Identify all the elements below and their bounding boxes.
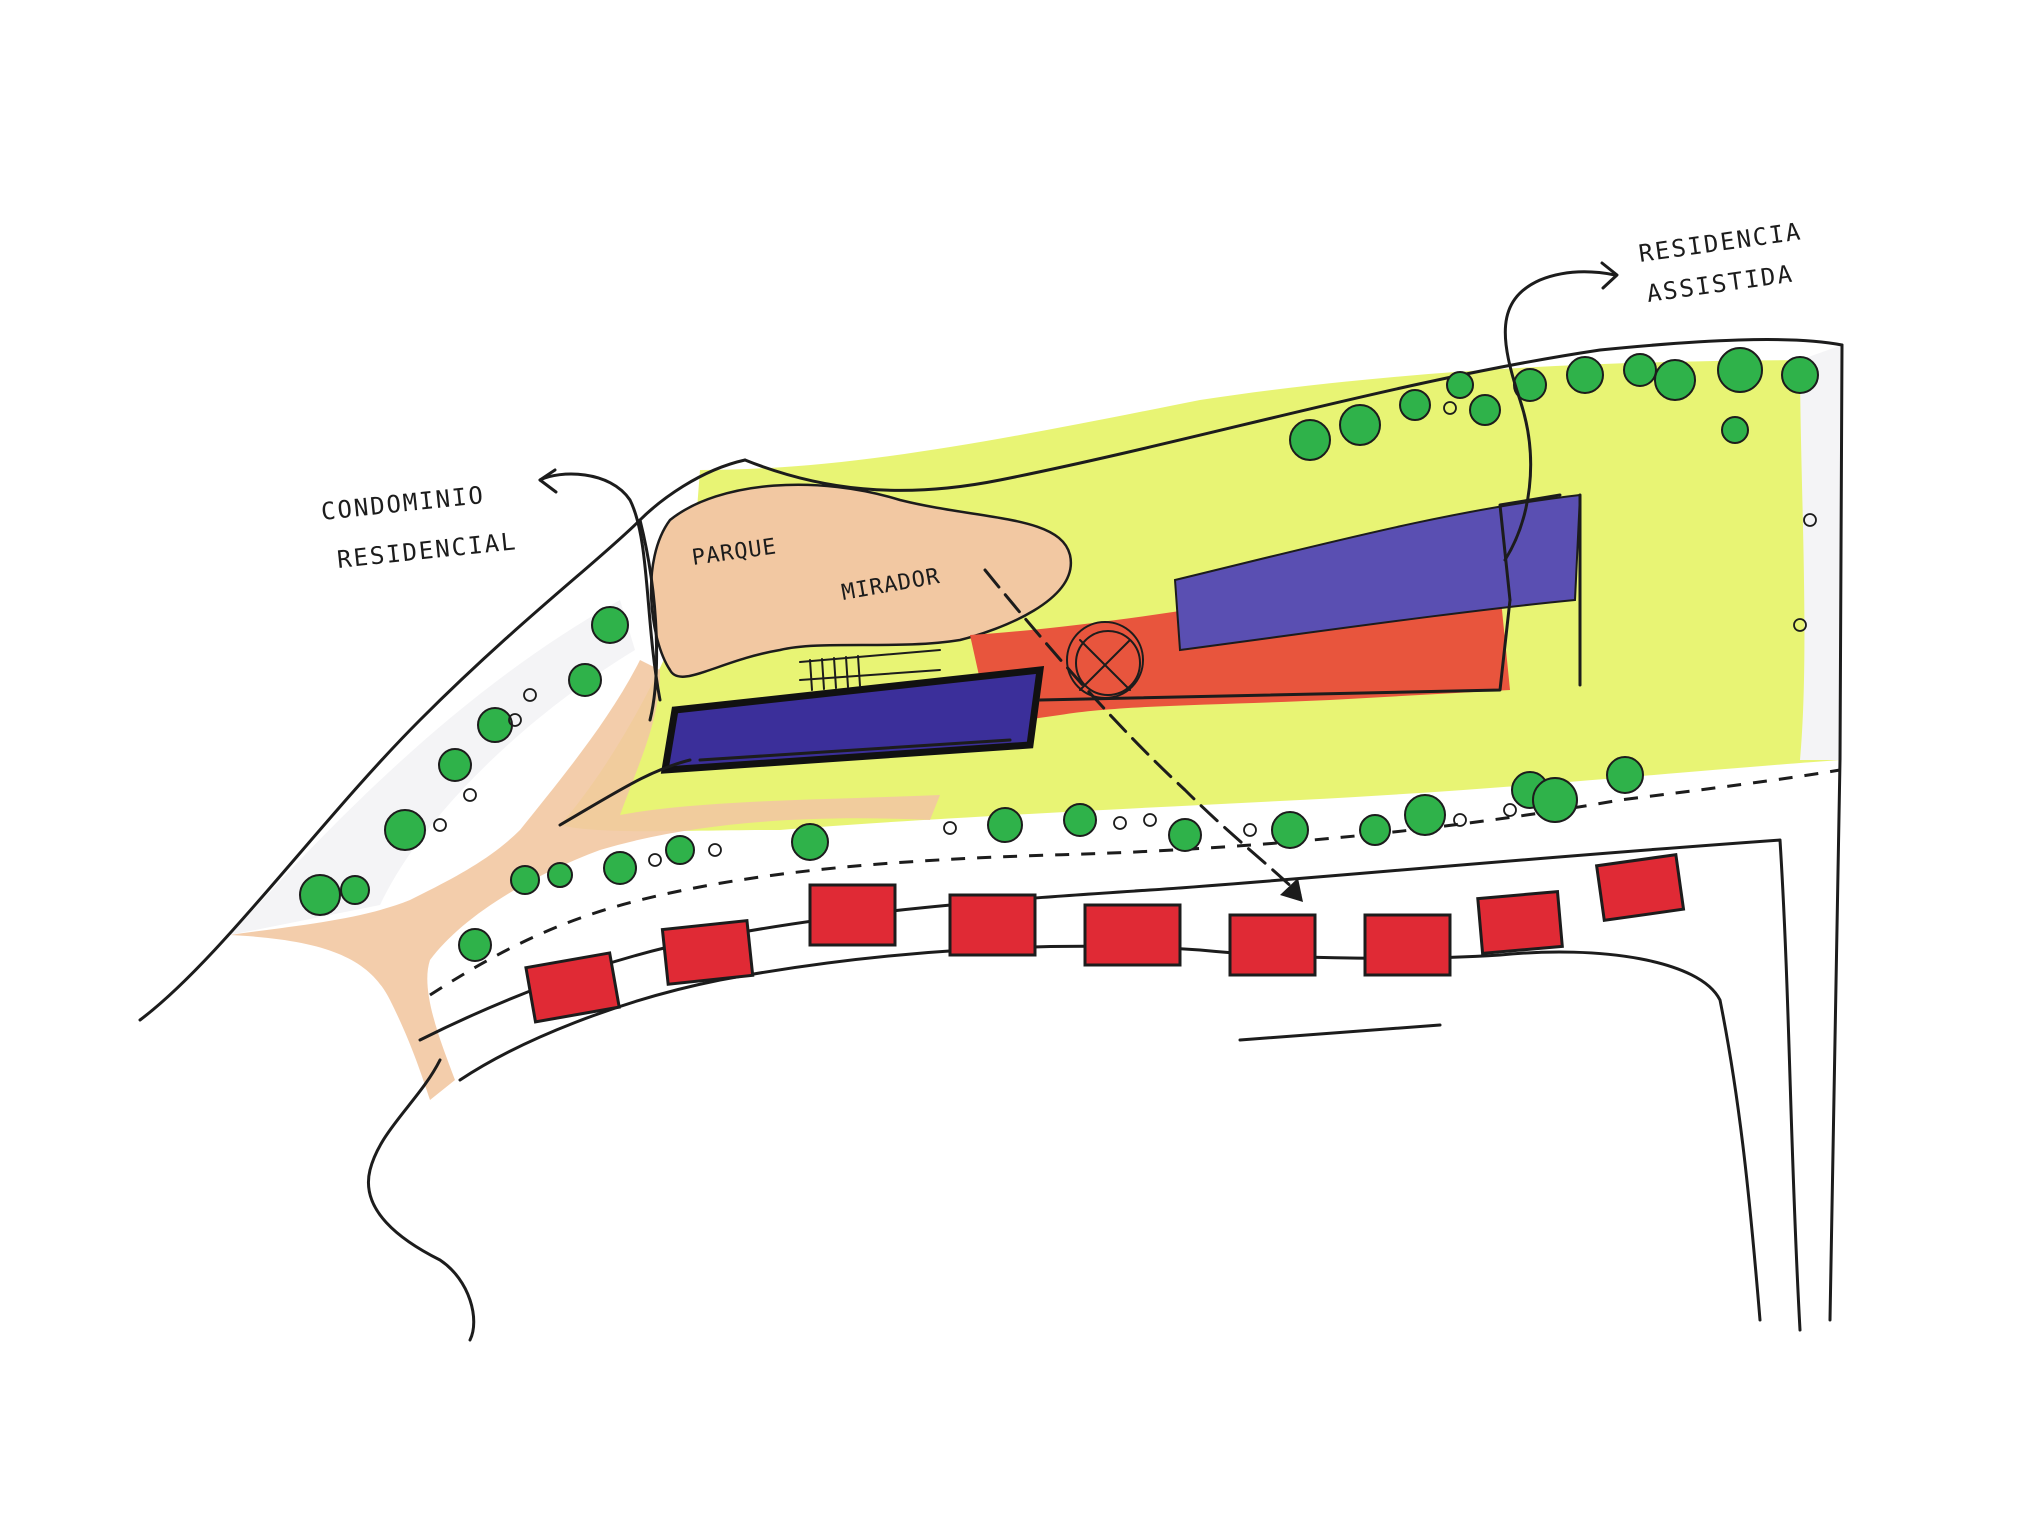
residencia-label-line1: RESIDENCIA — [1637, 217, 1804, 268]
right-margin-strip — [1800, 345, 1842, 760]
tree-icon — [1339, 404, 1381, 446]
dashed-curb — [429, 768, 1841, 997]
tree-icon — [1446, 371, 1474, 399]
tree-icon — [438, 748, 472, 782]
residencia-arrow — [1503, 261, 1619, 562]
tree-icon — [568, 663, 602, 697]
tree-icon — [1717, 347, 1763, 393]
trees — [299, 347, 1819, 962]
tree-icon — [1606, 756, 1644, 794]
tree-icon — [1654, 359, 1696, 401]
tree-icon — [1566, 356, 1604, 394]
tree-icon — [458, 928, 492, 962]
mirador-arrow — [983, 568, 1303, 902]
houses-row — [524, 853, 1686, 1024]
shrubs — [433, 401, 1817, 867]
tree-icon — [1289, 419, 1331, 461]
tree-icon — [1399, 389, 1431, 421]
tree-icon — [477, 707, 513, 743]
left-street-strip — [230, 600, 635, 935]
tree-icon — [665, 835, 695, 865]
condominio-arrow — [538, 468, 662, 702]
house-1 — [524, 951, 621, 1024]
blue-building-upper — [1173, 493, 1582, 652]
access-path — [230, 660, 940, 1100]
residencia-label-line2: ASSISTIDA — [1645, 260, 1796, 308]
house-2 — [660, 919, 755, 986]
house-8 — [1476, 889, 1564, 956]
house-9 — [1594, 853, 1686, 922]
house-3 — [808, 883, 897, 947]
tree-icon — [603, 851, 637, 885]
tree-icon — [340, 875, 370, 905]
tree-icon — [1271, 811, 1309, 849]
tree-icon — [1359, 814, 1391, 846]
house-7 — [1363, 913, 1452, 977]
tree-icon — [1781, 356, 1819, 394]
stair-hatching — [799, 649, 941, 691]
tree-icon — [547, 862, 573, 888]
house-6 — [1228, 913, 1317, 977]
tree-icon — [591, 606, 629, 644]
site-boundary — [138, 338, 1844, 1322]
tree-icon — [1623, 353, 1657, 387]
arrow-icon — [1600, 261, 1619, 290]
tree-icon — [1063, 803, 1097, 837]
house-4 — [948, 893, 1037, 957]
tree-icon — [1721, 416, 1749, 444]
tree-icon — [791, 823, 829, 861]
tree-icon — [1532, 777, 1578, 823]
tree-icon — [1168, 818, 1202, 852]
tree-icon — [1469, 394, 1501, 426]
tree-icon — [299, 874, 341, 916]
tree-icon — [384, 809, 426, 851]
mirador-circle — [1066, 621, 1144, 699]
house-5 — [1083, 903, 1182, 967]
condominio-label-line2: RESIDENCIAL — [336, 527, 519, 574]
tree-icon — [1404, 794, 1446, 836]
tree-icon — [987, 807, 1023, 843]
arrow-icon — [538, 468, 558, 494]
arrow-icon — [1280, 878, 1303, 902]
tree-icon — [510, 865, 540, 895]
condominio-label-line1: CONDOMINIO — [320, 481, 487, 526]
